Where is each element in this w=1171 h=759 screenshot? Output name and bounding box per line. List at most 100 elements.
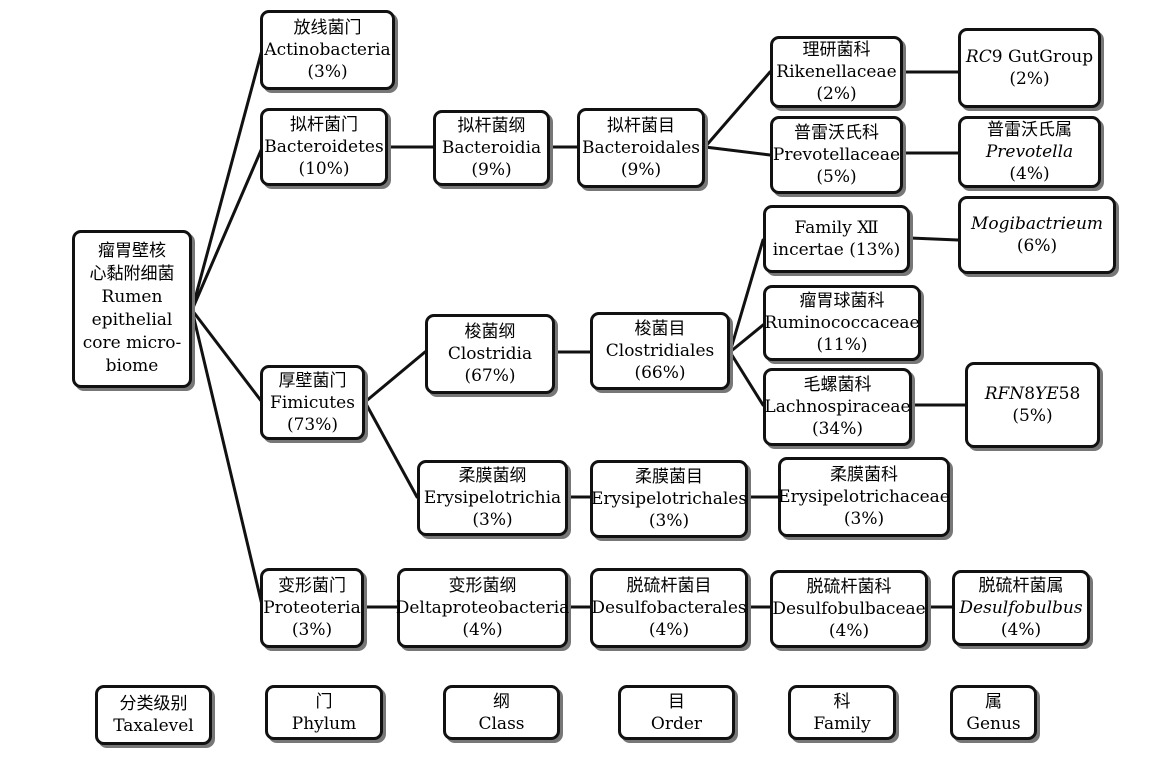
root-line-5: core micro- [82,333,182,353]
node-en-label: Erysipelotrichales [590,489,748,509]
family-lachnospiraceae: 毛螺菌科 Lachnospiraceae (34%) [763,368,912,446]
genus-mogibactrieum: Mogibactrieum (6%) [958,196,1116,274]
node-percent: (4%) [462,620,503,640]
edge-clostridiales-familyxiii [728,238,765,354]
legend-family: 科 Family [788,685,896,740]
node-line-1: Family Ⅻ [794,218,879,238]
node-percent: (2%) [816,84,857,104]
node-percent: (3%) [291,620,333,640]
family-desulfobulbaceae: 脱硫杆菌科 Desulfobulbaceae (4%) [770,570,928,648]
legend-cn-label: 分类级别 [119,694,188,714]
node-cn-label: 普雷沃氏属 [987,120,1072,140]
node-percent: (4%) [1000,620,1042,640]
name-part-4: 58 [1058,384,1081,404]
node-cn-label: 厚壁菌门 [278,370,347,391]
name-rest-part: 9 GutGroup [991,47,1094,67]
node-cn-label: 脱硫杆菌属 [978,576,1064,596]
node-cn-label: 毛螺菌科 [803,375,872,395]
legend-en-label: Family [813,713,871,734]
node-percent: (4%) [648,620,690,640]
node-percent: (73%) [286,414,339,435]
node-cn-label: 变形菌纲 [448,576,517,596]
order-bacteroidales: 拟杆菌目 Bacteroidales (9%) [577,108,705,188]
node-en-label: Rikenellaceae [776,62,897,82]
node-cn-label: 柔膜菌科 [830,465,898,485]
node-en-label: Fimicutes [270,392,355,413]
edge-bacteroidales-rikenellaceae [703,70,772,149]
legend-order: 目 Order [618,685,735,740]
node-percent: (3%) [472,510,513,530]
legend-class: 纲 Class [443,685,560,740]
node-en-label: Desulfobulbus [959,598,1083,618]
node-en-label: Desulfobulbaceae [772,599,926,619]
family-prevotellaceae: 普雷沃氏科 Prevotellaceae (5%) [770,116,903,194]
order-erysipelotrichales: 柔膜菌目 Erysipelotrichales (3%) [590,460,748,538]
edge-bacteroidales-prevotellaceae [703,145,772,157]
phylum-actinobacteria: 放线菌门 Actinobacteria (3%) [260,10,395,90]
node-cn-label: 变形菌门 [278,576,346,596]
node-percent: (3%) [648,511,690,531]
node-en-label: Desulfobacterales [591,598,747,618]
name-part-2: 8 [1024,384,1036,404]
edge-clostridiales-ruminococcaceae [728,323,765,354]
node-percent: (9%) [620,160,662,180]
node-en-label: Mogibactrieum [970,214,1104,234]
genus-rfn8ye58: RFN8YE58 (5%) [965,362,1100,448]
node-en-label: Prevotella [985,142,1074,162]
node-en-label: Bacteroidetes [264,137,384,157]
edge-familyxiii-mogibactrieum [908,236,960,242]
node-percent: (5%) [816,167,857,187]
node-percent: (5%) [1012,406,1053,426]
legend-cn-label: 科 [833,691,851,712]
edge-root-bacteroidetes [190,146,264,312]
node-en-label: Deltaproteobacteria [395,598,570,618]
node-percent: (4%) [1009,164,1050,184]
class-deltaproteobacteria: 变形菌纲 Deltaproteobacteria (4%) [395,568,570,648]
node-cn-label: 普雷沃氏科 [794,123,879,143]
node-en-label: Bacteroidia [441,138,542,158]
node-percent: (2%) [1009,69,1050,89]
node-cn-label: 脱硫杆菌科 [806,577,892,597]
phylum-bacteroidetes: 拟杆菌门 Bacteroidetes (10%) [260,108,388,186]
phylum-proteoteria: 变形菌门 Proteoteria (3%) [260,568,364,648]
node-cn-label: 柔膜菌纲 [458,466,527,486]
node-en-label: Lachnospiraceae [764,397,911,417]
node-cn-label: 拟杆菌纲 [457,116,526,136]
legend-en-label: Genus [966,713,1021,734]
family-erysipelotrichaceae: 柔膜菌科 Erysipelotrichaceae (3%) [778,457,950,537]
phylum-fimicutes: 厚壁菌门 Fimicutes (73%) [260,365,365,440]
node-cn-label: 理研菌科 [802,40,871,60]
node-en-label: RFN8YE58 [985,383,1081,405]
genus-rc9-gutgroup: RC9 GutGroup (2%) [958,28,1101,108]
node-en-label: Ruminococcaceae [764,313,920,333]
node-en-label: Proteoteria [263,598,361,618]
node-en-label: Erysipelotrichaceae [778,487,950,507]
legend-cn-label: 门 [315,691,333,712]
genus-prevotella: 普雷沃氏属 Prevotella (4%) [958,116,1101,188]
node-cn-label: 脱硫杆菌目 [626,576,712,596]
root-line-1: 瘤胃壁核 [98,241,166,261]
node-percent: (11%) [816,335,868,355]
edge-clostridiales-lachnospiraceae [728,350,765,407]
edge-root-fimicutes [190,308,264,404]
node-cn-label: 梭菌纲 [464,322,516,342]
legend-en-label: Class [478,713,525,734]
legend-taxalevel: 分类级别 Taxalevel [95,685,212,745]
node-en-label: Clostridiales [605,341,715,361]
node-en-label: Actinobacteria [264,40,391,60]
edge-root-proteoteria [190,308,264,607]
node-cn-label: 放线菌门 [293,18,362,38]
node-en-label: Erysipelotrichia [423,488,562,508]
edge-fimicutes-erysipelotrichia [363,400,419,499]
legend-en-label: Order [650,713,703,734]
root-node: 瘤胃壁核 心黏附细菌 Rumen epithelial core micro- … [72,230,192,388]
order-clostridiales: 梭菌目 Clostridiales (66%) [590,312,730,390]
name-italic-part: RC [965,47,992,67]
node-percent: (9%) [471,160,512,180]
class-erysipelotrichia: 柔膜菌纲 Erysipelotrichia (3%) [417,460,568,536]
class-bacteroidia: 拟杆菌纲 Bacteroidia (9%) [433,110,550,186]
node-en-label: RC9 GutGroup [966,46,1093,68]
node-percent: (6%) [1016,236,1058,256]
order-desulfobacterales: 脱硫杆菌目 Desulfobacterales (4%) [590,568,748,648]
